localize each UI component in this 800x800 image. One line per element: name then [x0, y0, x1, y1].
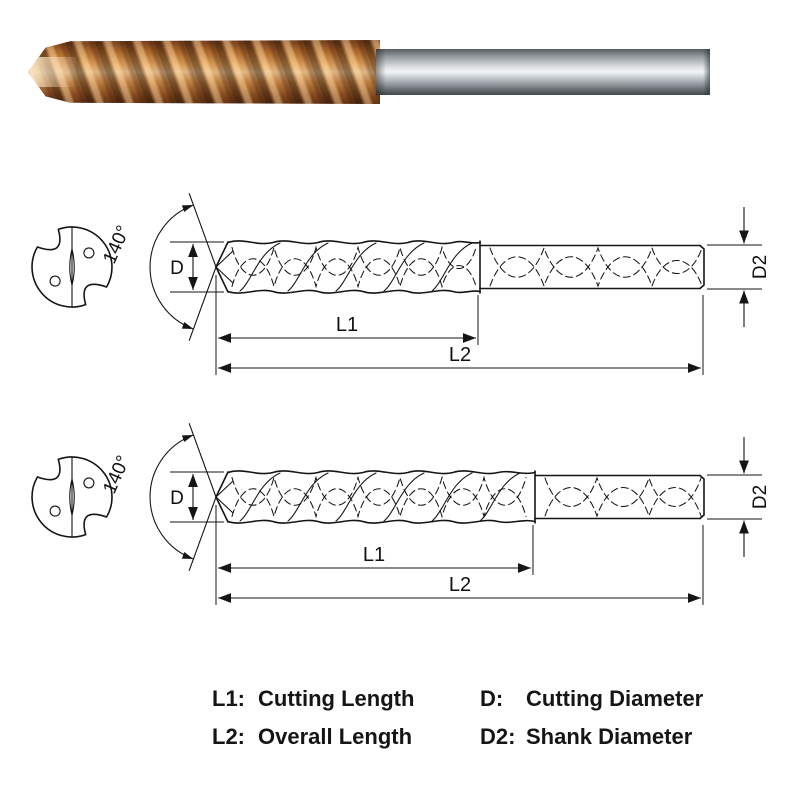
drill-shank-section [376, 49, 710, 95]
technical-drawing-2: 140° D [31, 423, 771, 605]
end-view [31, 226, 113, 308]
shank-diameter-dimension: D2 [707, 207, 771, 327]
point-angle-annotation: 140° [99, 193, 217, 341]
drill-side-view [215, 470, 705, 524]
cutting-diameter-label: D [170, 488, 184, 509]
cutting-diameter-dimension: D [170, 471, 224, 523]
legend-item-l1: L1: Cutting Length [212, 686, 480, 712]
legend-label-l1: Cutting Length [258, 686, 415, 711]
cutting-length-label: L1 [363, 544, 385, 566]
cutting-diameter-dimension: D [170, 241, 224, 293]
overall-length-dimension: L2 [218, 525, 704, 605]
legend-key-d: D: [480, 686, 504, 711]
end-view [31, 456, 113, 538]
shank-diameter-label: D2 [750, 485, 771, 509]
shank-diameter-label: D2 [750, 255, 771, 279]
point-angle-label: 140° [99, 453, 134, 497]
legend-item-d2: D2: Shank Diameter [480, 724, 703, 750]
overall-length-label: L2 [449, 344, 471, 366]
cutting-length-dimension: L1 [215, 505, 534, 605]
drill-flute-section [28, 40, 380, 104]
technical-drawing-1: 140° D [31, 193, 771, 375]
legend-item-d: D: Cutting Diameter [480, 686, 703, 712]
legend: L1: Cutting Length D: Cutting Diameter L2:… [212, 686, 703, 750]
drill-tip-highlight [30, 57, 76, 87]
cutting-length-label: L1 [336, 314, 358, 336]
point-angle-label: 140° [99, 223, 134, 267]
legend-label-d2: Shank Diameter [526, 724, 693, 749]
legend-key-l1: L1: [212, 686, 245, 711]
cutting-length-dimension: L1 [215, 275, 479, 375]
legend-label-d: Cutting Diameter [526, 686, 704, 711]
cutting-diameter-label: D [170, 258, 184, 279]
shank-diameter-dimension: D2 [707, 437, 771, 557]
legend-key-l2: L2: [212, 724, 245, 749]
product-photo [28, 40, 710, 104]
overall-length-label: L2 [449, 574, 471, 596]
overall-length-dimension: L2 [218, 295, 704, 375]
legend-key-d2: D2: [480, 724, 516, 749]
point-angle-annotation: 140° [99, 423, 217, 571]
legend-label-l2: Overall Length [258, 724, 413, 749]
drill-side-view [215, 240, 705, 294]
legend-item-l2: L2: Overall Length [212, 724, 480, 750]
